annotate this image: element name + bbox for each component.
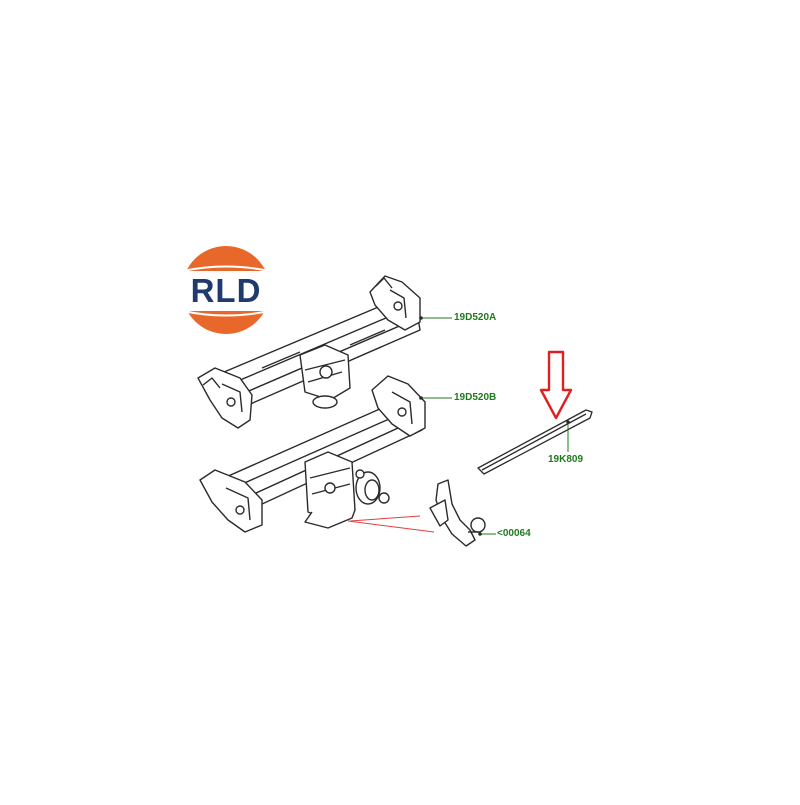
pointer-lines: [347, 515, 435, 533]
label-19d520a: 19D520A: [454, 312, 497, 323]
leader-lines: [420, 317, 569, 535]
logo-band-top-edge: [182, 265, 270, 272]
tow-ball-neck: [429, 479, 486, 547]
crossmember-lower: [199, 375, 426, 533]
logo-text: RLD: [190, 272, 262, 309]
leader-dots: [419, 316, 570, 536]
label-00064: <00064: [497, 528, 531, 539]
logo-band-bottom-edge: [182, 310, 270, 317]
label-19d520b: 19D520B: [454, 392, 497, 403]
down-arrow-icon: [539, 350, 573, 420]
logo-band: [181, 271, 271, 311]
crossmember-upper: [197, 275, 421, 429]
label-19k809: 19K809: [548, 454, 584, 465]
rld-logo: [181, 246, 271, 334]
